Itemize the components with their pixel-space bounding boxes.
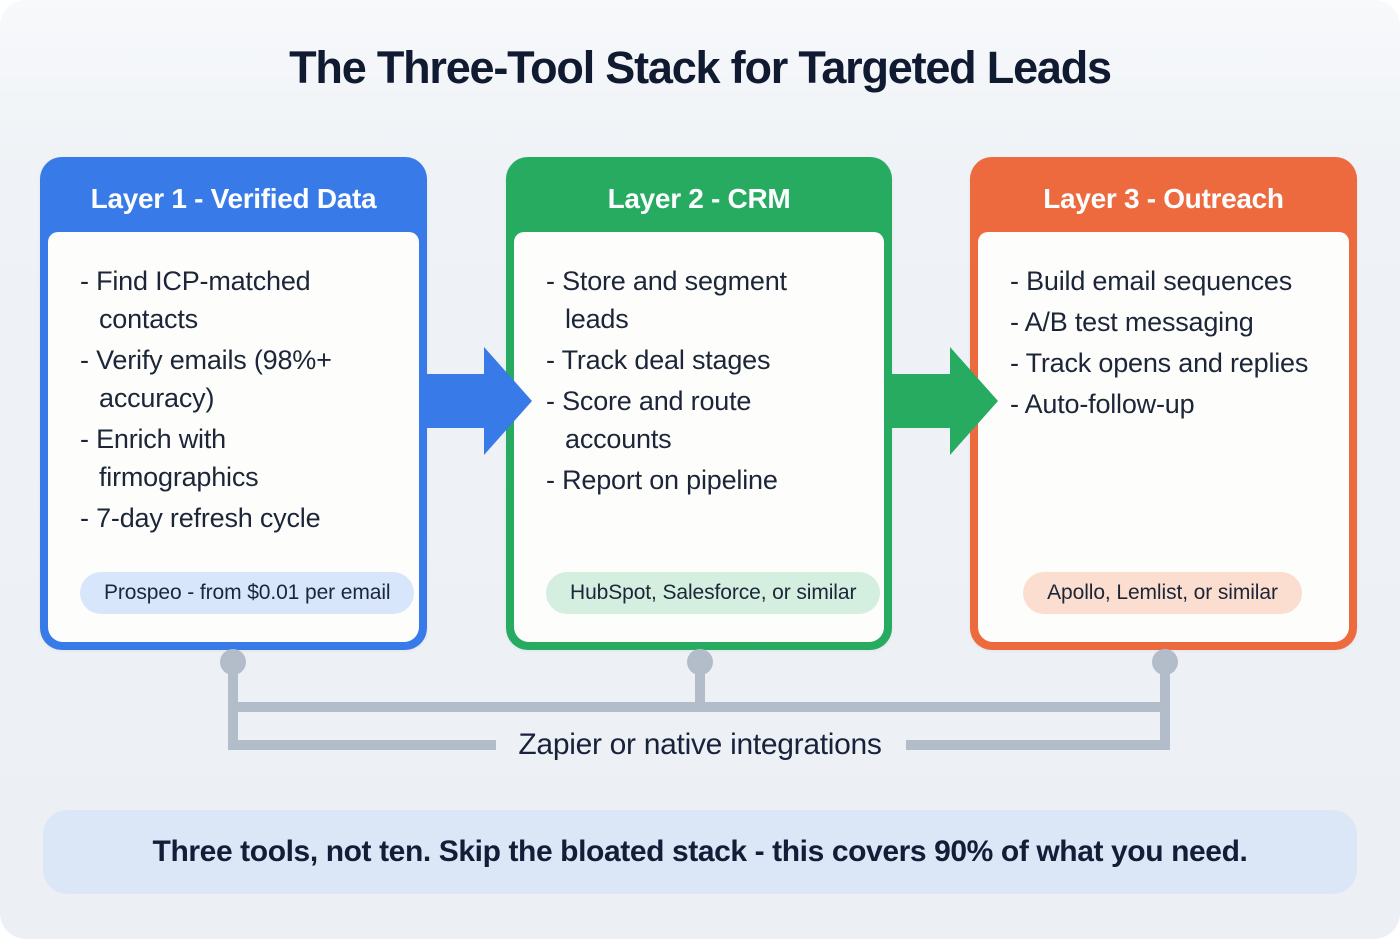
connector-bus-line xyxy=(228,702,1170,712)
connector-segment-left xyxy=(228,740,496,750)
list-item: - A/B test messaging xyxy=(1010,307,1254,337)
flow-arrow-icon xyxy=(886,347,998,455)
layer3-tool-badge: Apollo, Lemlist, or similar xyxy=(1023,572,1302,614)
page-title: The Three-Tool Stack for Targeted Leads xyxy=(289,42,1112,93)
layer1-header: Layer 1 - Verified Data xyxy=(90,182,377,214)
layer2-body: - Store and segment leads - Track deal s… xyxy=(514,232,884,642)
list-item: - Auto-follow-up xyxy=(1010,389,1195,419)
layer1-tool-badge: Prospeo - from $0.01 per email xyxy=(80,572,415,614)
connector-dot xyxy=(220,649,246,675)
layer1-pill-wrap: Prospeo - from $0.01 per email xyxy=(80,572,415,618)
layer3-card: Layer 3 - Outreach - Build email sequenc… xyxy=(970,157,1357,650)
layer3-header: Layer 3 - Outreach xyxy=(1043,182,1284,214)
flow-arrow-icon xyxy=(420,347,532,455)
list-item: - Report on pipeline xyxy=(546,465,778,495)
layer3-pill-wrap: Apollo, Lemlist, or similar xyxy=(1010,572,1315,618)
list-item: - Track opens and replies xyxy=(1010,348,1309,378)
takeaway-text: Three tools, not ten. Skip the bloated s… xyxy=(152,835,1248,868)
connector-dot xyxy=(1152,649,1178,675)
list-item: - Enrich with firmographics xyxy=(80,424,259,492)
list-item: - Track deal stages xyxy=(546,345,771,375)
connector-dot xyxy=(687,649,713,675)
connector-drop-left xyxy=(228,702,238,750)
layer3-body: - Build email sequences - A/B test messa… xyxy=(978,232,1349,642)
connector-stem xyxy=(228,660,238,710)
list-item: - Score and route accounts xyxy=(546,386,752,454)
connector-stem xyxy=(695,660,705,710)
list-item: - 7-day refresh cycle xyxy=(80,503,321,533)
layer2-pill-wrap: HubSpot, Salesforce, or similar xyxy=(546,572,881,618)
list-item: - Verify emails (98%+ accuracy) xyxy=(80,345,332,413)
connector-segment-right xyxy=(906,740,1170,750)
layer1-card: Layer 1 - Verified Data - Find ICP-match… xyxy=(40,157,427,650)
list-item: - Build email sequences xyxy=(1010,266,1293,296)
takeaway-banner: Three tools, not ten. Skip the bloated s… xyxy=(43,810,1357,894)
layer2-header: Layer 2 - CRM xyxy=(607,182,791,214)
integration-label: Zapier or native integrations xyxy=(518,728,882,761)
list-item: - Find ICP-matched contacts xyxy=(80,266,311,334)
layer2-card: Layer 2 - CRM - Store and segment leads … xyxy=(506,157,892,650)
connector-stem xyxy=(1160,660,1170,710)
list-item: - Store and segment leads xyxy=(546,266,787,334)
connector-drop-right xyxy=(1160,702,1170,750)
layer2-tool-badge: HubSpot, Salesforce, or similar xyxy=(546,572,881,614)
layer1-body: - Find ICP-matched contacts - Verify ema… xyxy=(48,232,419,642)
